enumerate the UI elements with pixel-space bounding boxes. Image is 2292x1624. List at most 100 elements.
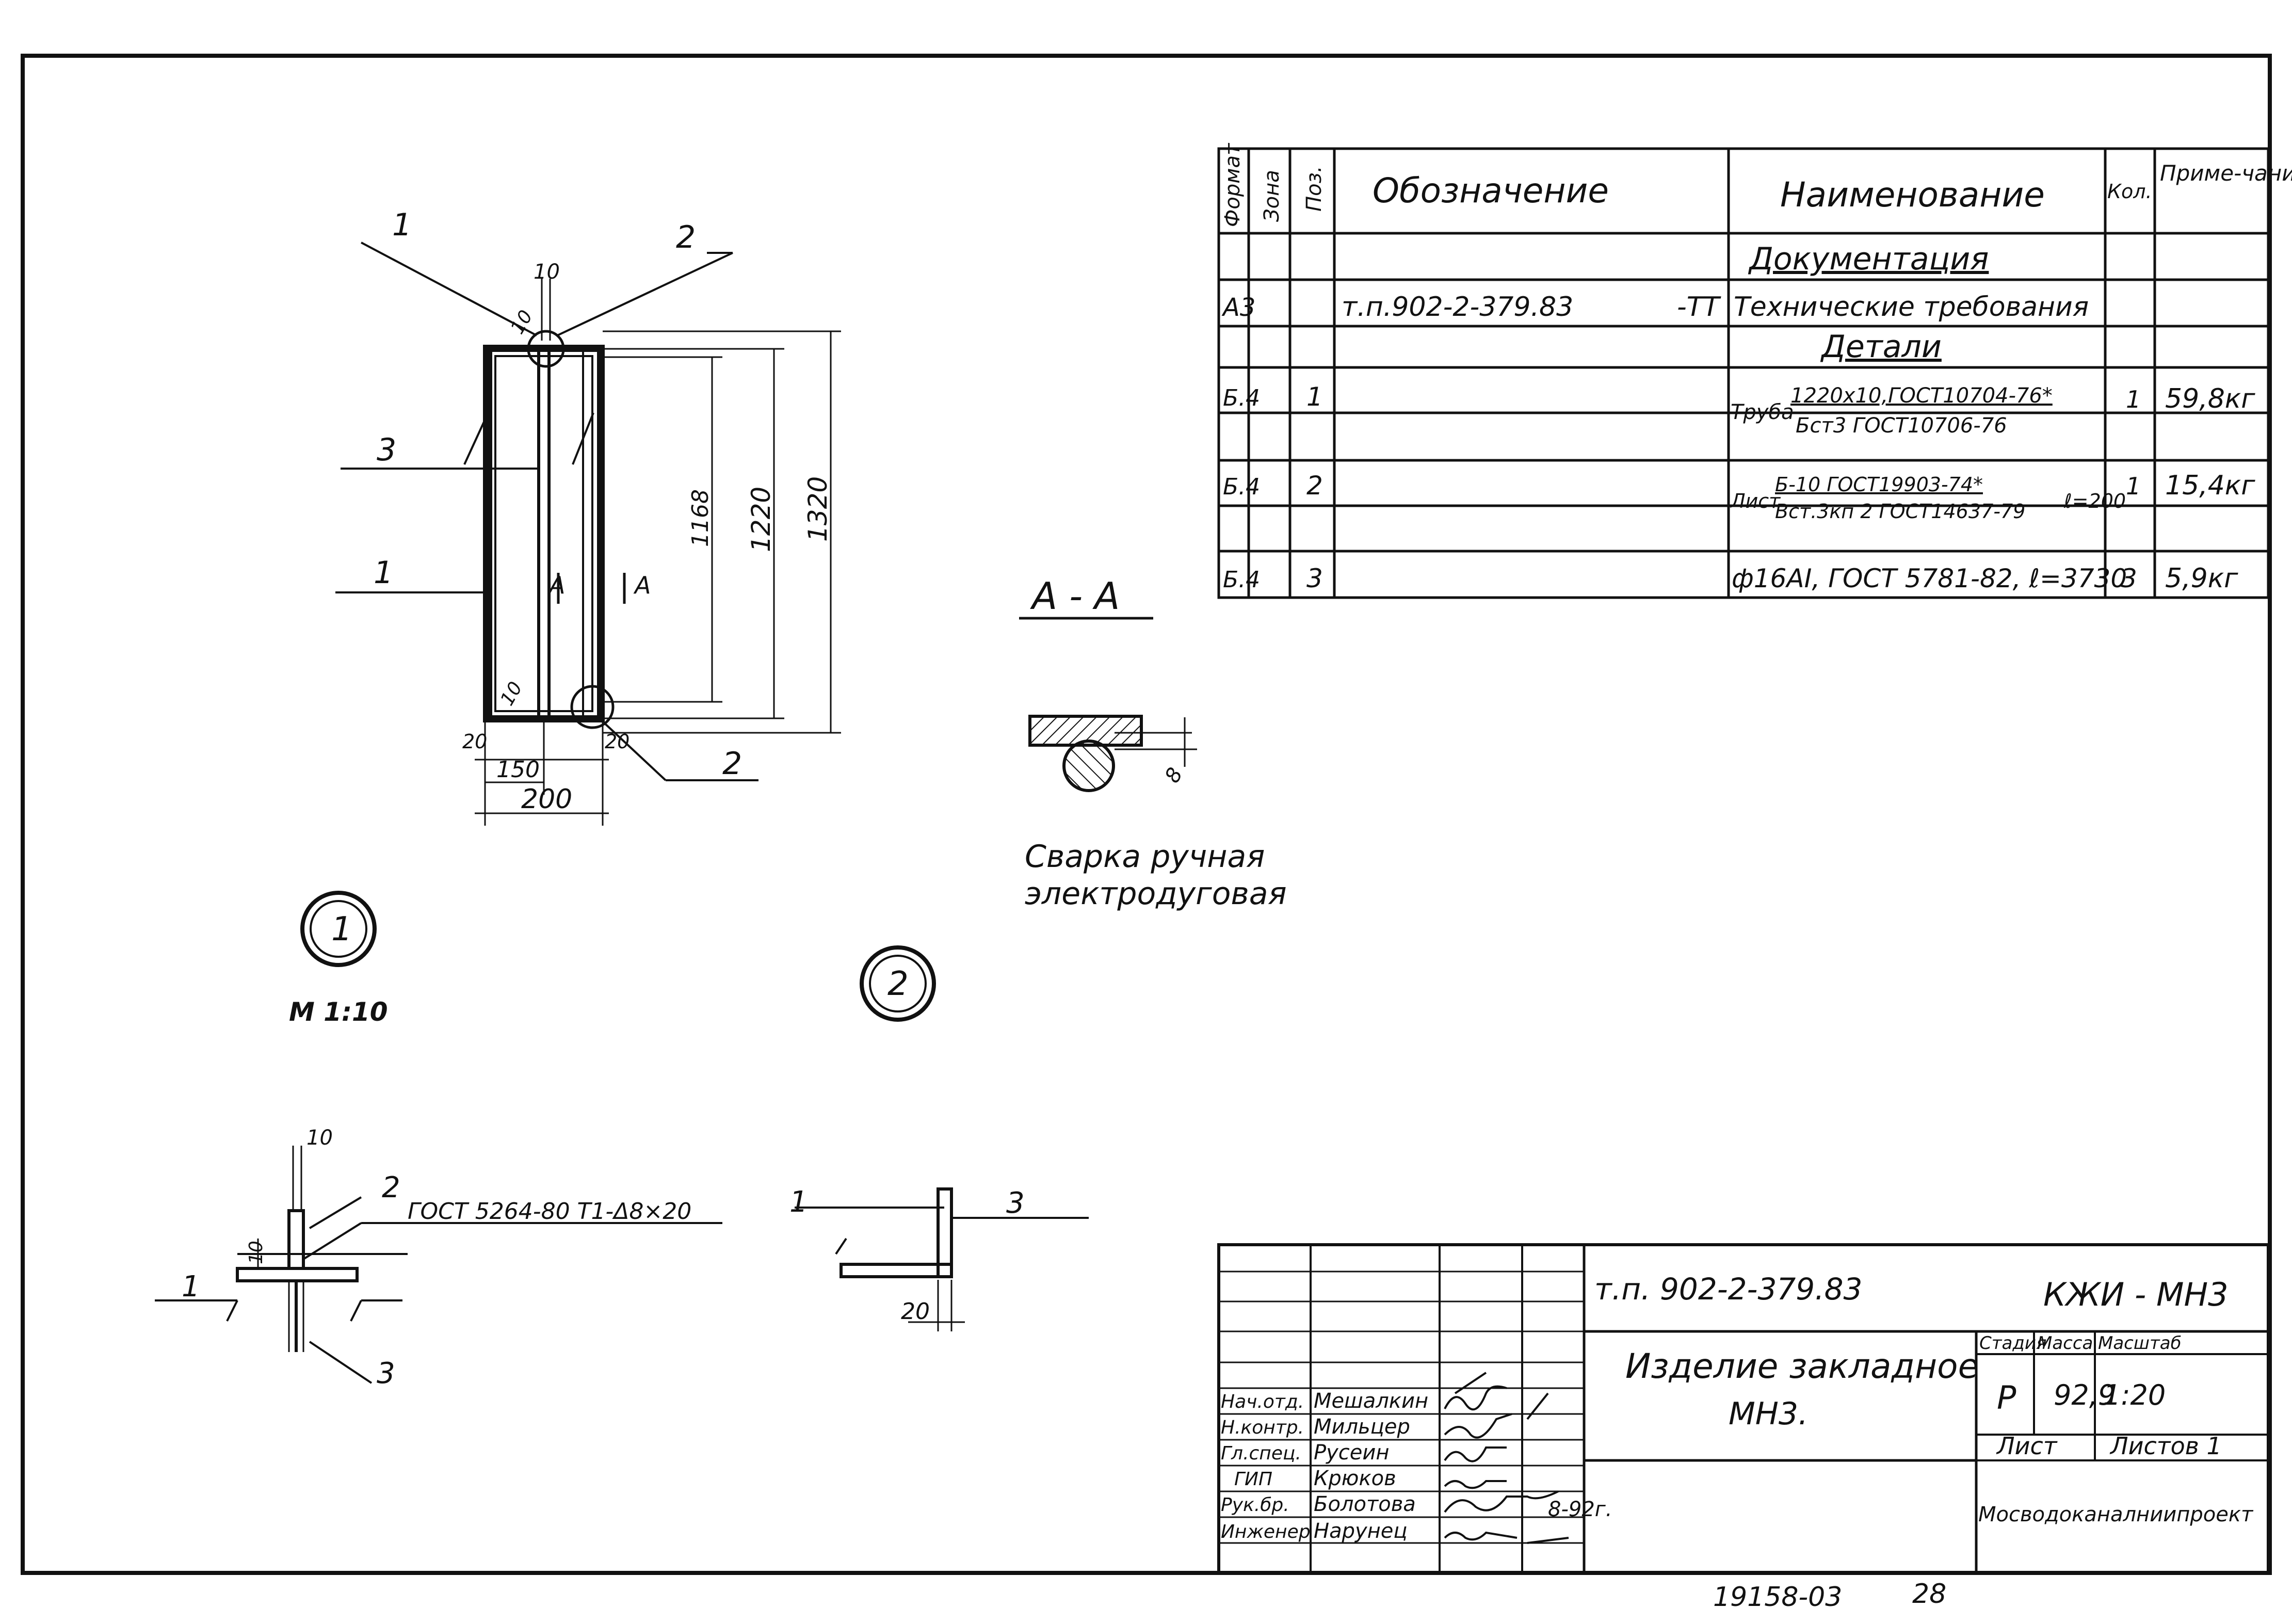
header-zone: Зона	[1260, 170, 1284, 222]
tb-stage: Р	[1997, 1379, 2016, 1417]
header-qty: Кол.	[2107, 180, 2152, 203]
header-name: Наименование	[1780, 175, 2045, 215]
dim-10-top: 10	[534, 260, 560, 284]
footer-page: 28	[1912, 1579, 1946, 1610]
main-pos3: 3	[377, 432, 396, 468]
staff-name-5: Болотова	[1314, 1492, 1416, 1516]
tb-org: Мосводоканалниипроект	[1978, 1503, 2254, 1526]
tb-item-line2: МН3.	[1729, 1396, 1808, 1432]
node1-pos3: 3	[377, 1357, 395, 1390]
node2-dim: 20	[901, 1298, 930, 1325]
section-parts: Детали	[1820, 329, 1942, 365]
header-format: Формат	[1221, 142, 1245, 227]
node1-marker-outer	[300, 891, 377, 967]
staff-role-1: Нач.отд.	[1221, 1391, 1304, 1412]
main-pos1-left: 1	[374, 555, 393, 591]
header-designation: Обозначение	[1373, 171, 1609, 211]
staff-name-4: Крюков	[1314, 1467, 1396, 1490]
node-circle-bottom	[570, 685, 615, 729]
specification-table	[1217, 147, 2270, 599]
parts-row-1: Б.4 1 Труба 1220х10,ГОСТ10704-76* Бст3 Г…	[1223, 382, 2255, 438]
row2-name-bottom: Вст.3кп 2 ГОСТ14637-79	[1775, 500, 2025, 523]
dim-1320: 1320	[803, 476, 833, 542]
doc-row-name: Технические требования	[1734, 292, 2089, 323]
node2-number: 2	[887, 965, 909, 1003]
dim-20-right: 20	[605, 730, 630, 753]
dim-1220: 1220	[746, 487, 776, 552]
title-block	[1217, 1243, 2270, 1574]
row2-qty: 1	[2126, 472, 2141, 500]
row3-pos: 3	[1306, 564, 1323, 593]
tb-mass-header: Масса	[2037, 1333, 2093, 1354]
node1-scale: М 1:10	[289, 997, 388, 1027]
tb-mass: 92,9	[2054, 1379, 2116, 1411]
tb-stage-header: Стадия	[1979, 1333, 2046, 1354]
section-documentation: Документация	[1748, 241, 1989, 277]
weld-note-line1: Сварка ручная	[1025, 839, 1265, 875]
staff-role-6: Инженер	[1221, 1521, 1311, 1542]
row3-format: Б.4	[1223, 567, 1260, 593]
node1: 1 М 1:10 10 10 1 2 3 ГОСТ 5264-80 Т1-Δ8×…	[155, 891, 722, 1390]
staff-name-1: Мешалкин	[1314, 1389, 1428, 1413]
parts-row-2: Б.4 2 Лист Б-10 ГОСТ19903-74* Вст.3кп 2 …	[1223, 470, 2255, 523]
row3-note: 5,9кг	[2165, 563, 2238, 594]
tb-scale-header: Масштаб	[2098, 1333, 2182, 1354]
row2-format: Б.4	[1223, 474, 1260, 500]
signatures	[1444, 1372, 1569, 1544]
dim-20-left: 20	[462, 730, 487, 753]
node2-marker-outer	[860, 945, 936, 1022]
tb-staff: Нач.отд. Мешалкин Н.контр. Мильцер Гл.сп…	[1221, 1389, 1428, 1543]
node1-marker-inner	[310, 900, 367, 958]
main-pos1-top: 1	[392, 207, 412, 243]
parts-row-3: Б.4 3 ф16АI, ГОСТ 5781-82, ℓ=3730 3 5,9к…	[1223, 563, 2238, 594]
dim-200: 200	[521, 784, 572, 815]
doc-row-suffix: -ТТ	[1677, 292, 1722, 323]
tb-sheet-label: Лист	[1996, 1432, 2058, 1460]
node1-number: 1	[331, 910, 352, 948]
node2: 2 1 3 20	[789, 945, 1089, 1331]
doc-row-format: А3	[1221, 293, 1255, 322]
dim-150: 150	[496, 757, 540, 783]
doc-row-designation: т.п.902-2-379.83	[1342, 292, 1573, 323]
node2-marker-inner	[869, 955, 927, 1012]
footer-number: 19158-03	[1713, 1582, 1842, 1613]
staff-role-2: Н.контр.	[1221, 1417, 1304, 1438]
staff-name-3: Русеин	[1314, 1441, 1390, 1465]
section-plate	[1028, 715, 1143, 747]
dim-1168: 1168	[687, 489, 714, 547]
row1-pos: 1	[1306, 382, 1323, 412]
node-circle-top	[527, 330, 565, 368]
cut-a-left: А	[547, 571, 565, 599]
header-pos: Поз.	[1302, 166, 1326, 212]
header-note-text: Приме-чание	[2160, 160, 2292, 186]
tb-item-line1: Изделие закладное	[1625, 1346, 1979, 1386]
section-aa-title: А - А	[1030, 574, 1120, 618]
row1-name-top: 1220х10,ГОСТ10704-76*	[1790, 384, 2053, 408]
row1-name-bottom: Бст3 ГОСТ10706-76	[1796, 414, 2007, 438]
staff-role-5: Рук.бр.	[1221, 1494, 1289, 1516]
node1-weld-note: ГОСТ 5264-80 Т1-Δ8×20	[408, 1198, 691, 1225]
sheet-frame	[21, 54, 2272, 1575]
main-frame-inner	[494, 355, 593, 712]
row1-note: 59,8кг	[2165, 383, 2255, 414]
row2-name-top: Б-10 ГОСТ19903-74*	[1775, 473, 1983, 496]
row1-qty: 1	[2126, 385, 2141, 413]
node2-pos3: 3	[1006, 1186, 1025, 1220]
tb-date: 8-92г.	[1548, 1498, 1612, 1521]
tb-sheets-label: Листов 1	[2109, 1432, 2222, 1460]
node1-pos2: 2	[382, 1171, 400, 1204]
main-pos2-top: 2	[676, 219, 696, 255]
node1-pos1: 1	[182, 1270, 200, 1304]
weld-note-line2: электродуговая	[1025, 876, 1287, 912]
staff-role-4: ГИП	[1234, 1469, 1272, 1490]
node1-dim-top: 10	[306, 1126, 333, 1150]
tb-code: КЖИ - МН3	[2043, 1276, 2229, 1313]
tb-scale: 1:20	[2103, 1379, 2166, 1411]
row2-pos: 2	[1306, 471, 1323, 501]
row2-prefix: Лист	[1730, 490, 1781, 512]
staff-role-3: Гл.спец.	[1221, 1443, 1301, 1464]
row3-name: ф16АI, ГОСТ 5781-82, ℓ=3730	[1732, 564, 2127, 593]
row1-prefix: Труба	[1731, 400, 1794, 424]
